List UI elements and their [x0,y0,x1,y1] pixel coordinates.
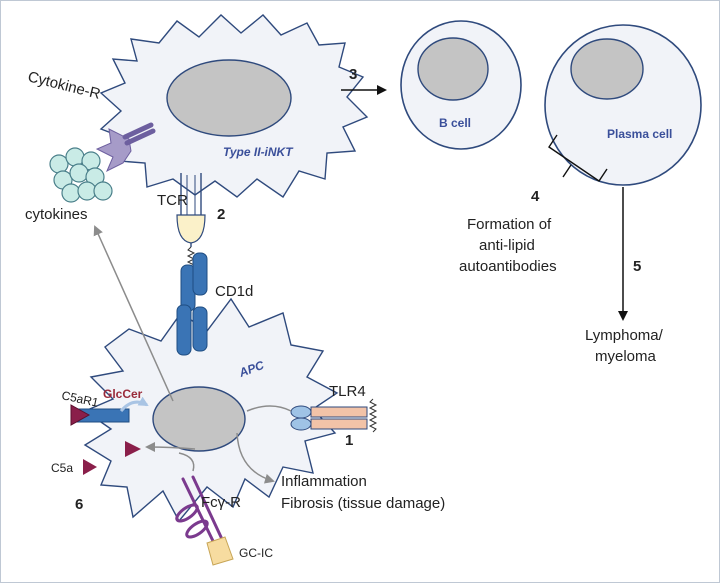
c5a-marker [83,459,97,475]
formation-line-1: Formation of [467,216,552,233]
step-6-label: 6 [75,496,83,513]
tlr4-label: TLR4 [329,383,366,400]
fcgr-signal-curve [178,452,195,472]
cytokine-r-label: Cytokine-R [26,68,102,102]
b-cell-label: B cell [439,116,471,130]
c5a-label: C5a [51,461,73,475]
tlr4-receptor [290,398,378,433]
cytokine-receptor [95,122,156,173]
formation-line-2: anti-lipid [479,237,535,254]
cytokine-cluster [49,147,113,203]
step-5-label: 5 [633,258,641,275]
step-4-label: 4 [531,188,540,205]
tcr-receptor [176,173,206,269]
lymphoma-line-1: Lymphoma/ [585,327,664,344]
glccer-label: GlcCer [103,387,143,401]
arrow-to-inflammation [236,432,275,484]
step-1-label: 1 [345,432,353,449]
nkt-nucleus [166,59,292,137]
fcgr-label: Fcγ-R [201,494,241,511]
plasma-cell-nucleus [570,38,644,100]
glccer-arrow [119,396,149,413]
fibrosis-label: Fibrosis (tissue damage) [281,495,445,512]
step-3-label: 3 [349,66,357,83]
apc-nucleus [152,386,246,452]
tlr-signal-curve [246,405,292,412]
arrow-to-c5a [145,442,196,453]
nkt-label: Type II-iNKT [223,145,294,159]
cytokines-label: cytokines [25,206,88,223]
fcgr-receptor [175,475,223,543]
b-cell-nucleus [417,37,489,101]
formation-line-3: autoantibodies [459,258,557,275]
gcic-complex [206,536,234,566]
tcr-label: TCR [157,192,188,209]
gcic-label: GC-IC [239,546,273,560]
c5a-inside-marker [125,441,141,457]
inflammation-label: Inflammation [281,473,367,490]
plasma-cell-label: Plasma cell [607,127,672,141]
cd1d-molecule [176,252,208,356]
autoantibody-bracket [548,134,608,182]
step-2-label: 2 [217,206,225,223]
lymphoma-line-2: myeloma [595,348,657,365]
c5ar1-receptor [70,404,130,426]
c5ar1-label: C5aR1 [60,388,100,410]
cd1d-label: CD1d [215,283,253,300]
arrow-to-cytokines [93,225,174,402]
